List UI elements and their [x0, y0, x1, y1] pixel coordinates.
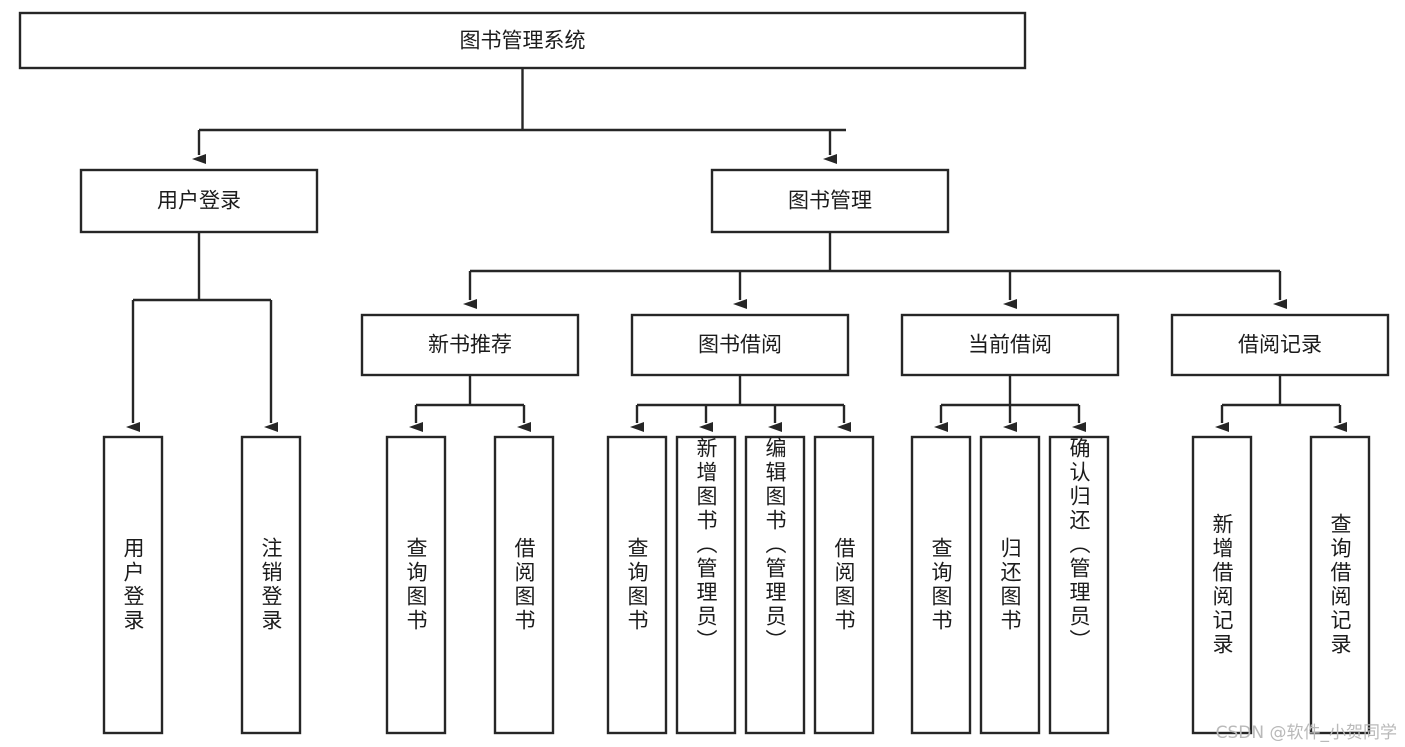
csdn-watermark: CSDN @软件_小贺同学	[1215, 723, 1397, 743]
node-leaf-confirm-return-rect[interactable]	[1048, 435, 1110, 735]
node-leaf-query-book-1-rect[interactable]	[385, 435, 447, 735]
node-leaf-query-record-rect[interactable]	[1309, 435, 1371, 735]
node-leaf-edit-book-rect[interactable]	[744, 435, 806, 735]
node-leaf-query-book-2-rect[interactable]	[606, 435, 668, 735]
node-leaf-return-book-rect[interactable]	[979, 435, 1041, 735]
leaf-rect-group	[102, 435, 1371, 735]
node-borrow-record[interactable]: 借阅记录	[1170, 313, 1390, 377]
node-root-rect[interactable]	[18, 11, 1027, 70]
node-user-login[interactable]: 用户登录	[79, 168, 319, 234]
node-user-login-rect[interactable]	[79, 168, 319, 234]
node-book-manage[interactable]: 图书管理	[710, 168, 950, 234]
connector-group	[126, 68, 1347, 432]
node-book-borrow-rect[interactable]	[630, 313, 850, 377]
node-user-login-label: 用户登录	[157, 189, 241, 213]
node-root-label: 图书管理系统	[460, 29, 586, 53]
node-borrow-record-rect[interactable]	[1170, 313, 1390, 377]
node-leaf-query-book-3-rect[interactable]	[910, 435, 972, 735]
node-new-book-rec-rect[interactable]	[360, 313, 580, 377]
node-leaf-user-login-rect[interactable]	[102, 435, 164, 735]
node-current-borrow-rect[interactable]	[900, 313, 1120, 377]
node-book-borrow-label: 图书借阅	[698, 333, 782, 357]
node-leaf-add-book-rect[interactable]	[675, 435, 737, 735]
node-book-borrow[interactable]: 图书借阅	[630, 313, 850, 377]
node-book-manage-rect[interactable]	[710, 168, 950, 234]
node-book-manage-label: 图书管理	[788, 189, 872, 213]
node-new-book-rec-label: 新书推荐	[428, 333, 512, 357]
node-root[interactable]: 图书管理系统	[18, 11, 1027, 70]
node-leaf-borrow-book-2-rect[interactable]	[813, 435, 875, 735]
node-leaf-user-logout-rect[interactable]	[240, 435, 302, 735]
node-current-borrow-label: 当前借阅	[968, 333, 1052, 357]
node-current-borrow[interactable]: 当前借阅	[900, 313, 1120, 377]
node-leaf-borrow-book-1-rect[interactable]	[493, 435, 555, 735]
node-leaf-add-record-rect[interactable]	[1191, 435, 1253, 735]
node-borrow-record-label: 借阅记录	[1238, 333, 1322, 357]
node-new-book-rec[interactable]: 新书推荐	[360, 313, 580, 377]
